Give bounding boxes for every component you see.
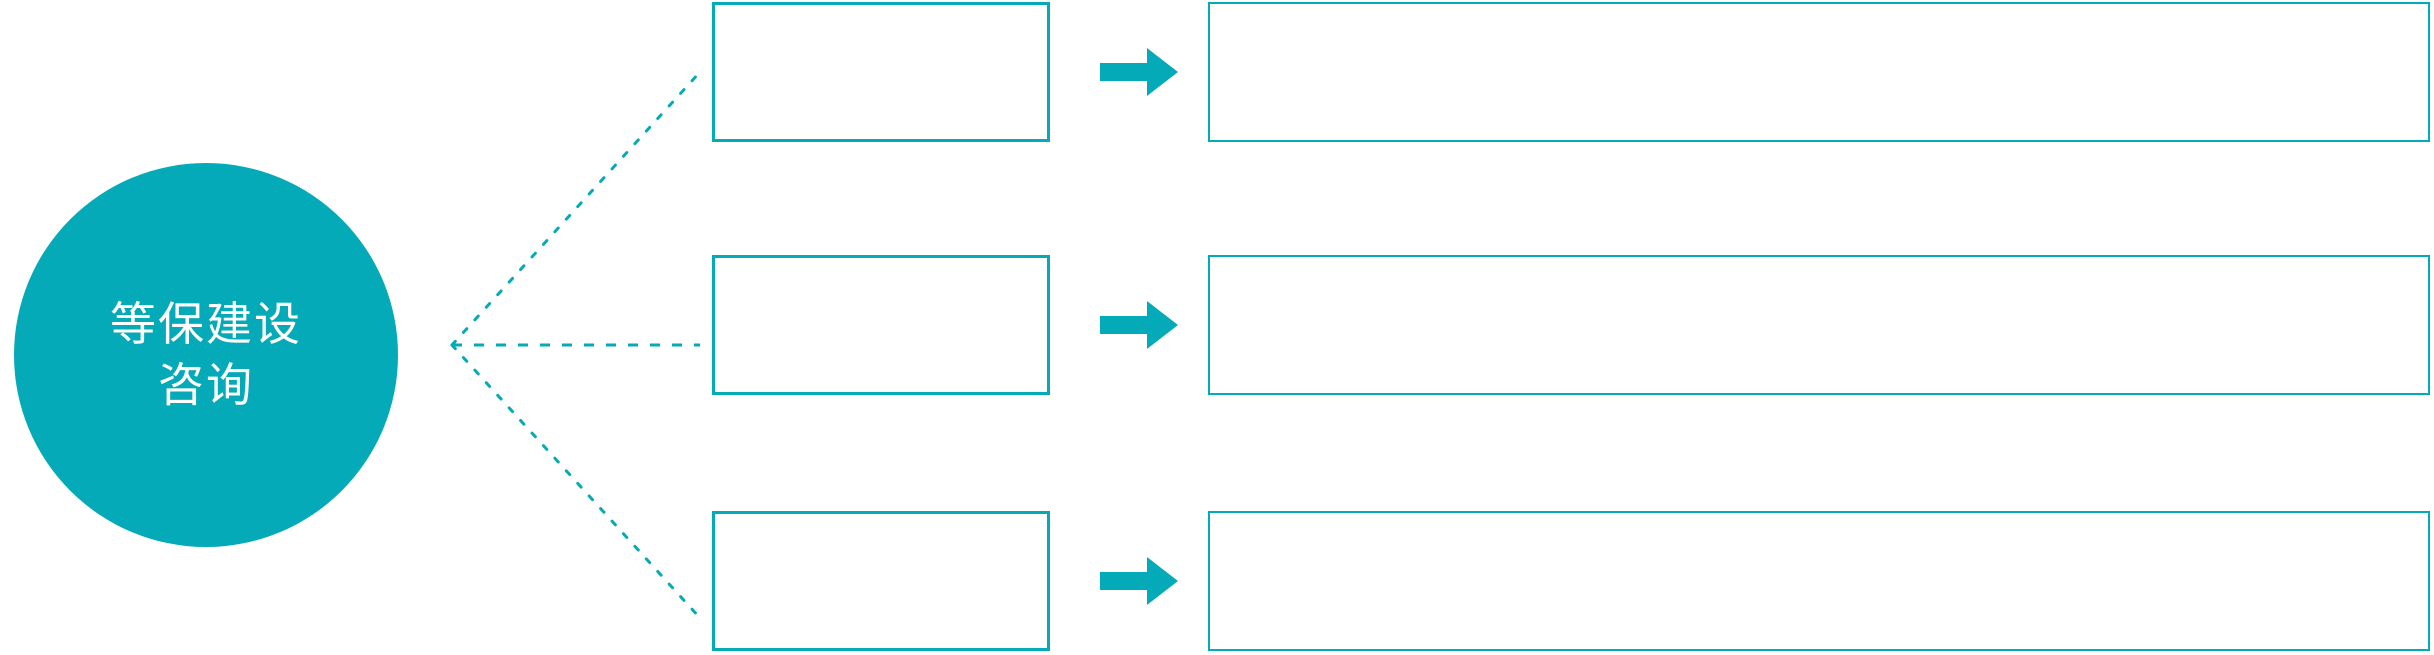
stage-box-2[interactable] (712, 255, 1050, 395)
hub-circle[interactable]: 等保建设 咨询 (14, 163, 398, 547)
stage-box-2-label (715, 258, 1047, 278)
hub-label: 等保建设 咨询 (110, 296, 302, 412)
right-arrow-icon-2 (1100, 301, 1178, 349)
detail-box-3-label (1210, 513, 2428, 533)
right-arrow-icon-1 (1100, 48, 1178, 96)
detail-box-2[interactable] (1208, 255, 2430, 395)
stage-box-1-label (715, 5, 1047, 25)
diagram-row-3 (0, 511, 2434, 651)
detail-box-2-label (1210, 257, 2428, 277)
diagram-row-1 (0, 2, 2434, 142)
stage-box-3-label (715, 514, 1047, 534)
detail-box-1[interactable] (1208, 2, 2430, 142)
diagram-row-2 (0, 255, 2434, 395)
detail-box-3[interactable] (1208, 511, 2430, 651)
right-arrow-icon-3 (1100, 557, 1178, 605)
stage-box-3[interactable] (712, 511, 1050, 651)
detail-box-1-label (1210, 4, 2428, 24)
stage-box-1[interactable] (712, 2, 1050, 142)
